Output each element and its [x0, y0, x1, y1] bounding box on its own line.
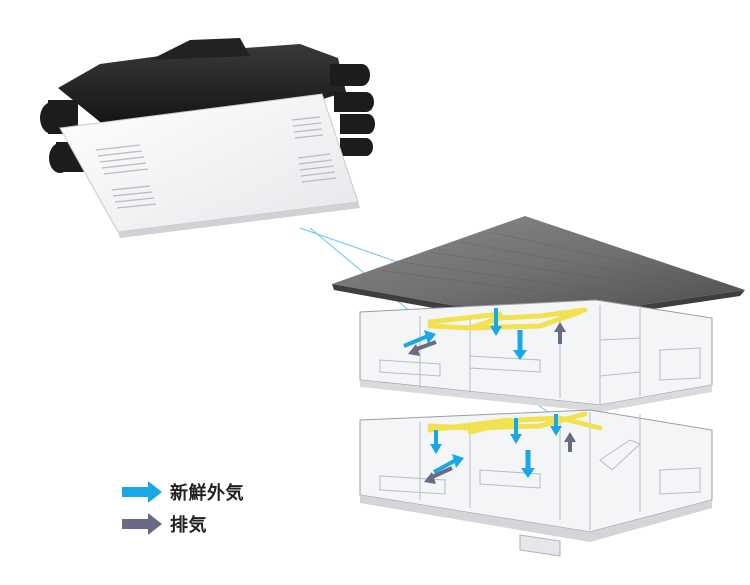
lower-floor — [359, 409, 713, 557]
legend-item-exhaust: 排気 — [122, 512, 282, 536]
upper-exhaust-arrows — [408, 322, 566, 356]
lower-exhaust-arrows — [424, 432, 576, 484]
exhaust-arrow-icon — [122, 513, 162, 535]
legend: 新鮮外気 排気 — [122, 480, 282, 544]
ventilation-unit — [40, 38, 375, 238]
upper-floor — [359, 299, 713, 412]
legend-label-exhaust: 排気 — [170, 515, 207, 536]
legend-item-fresh-air: 新鮮外気 — [122, 480, 282, 504]
lower-fresh-air-arrows — [430, 414, 562, 478]
fresh-air-arrow-icon — [122, 481, 162, 503]
upper-fresh-air-arrows — [403, 308, 527, 360]
legend-label-fresh-air: 新鮮外気 — [170, 483, 244, 504]
